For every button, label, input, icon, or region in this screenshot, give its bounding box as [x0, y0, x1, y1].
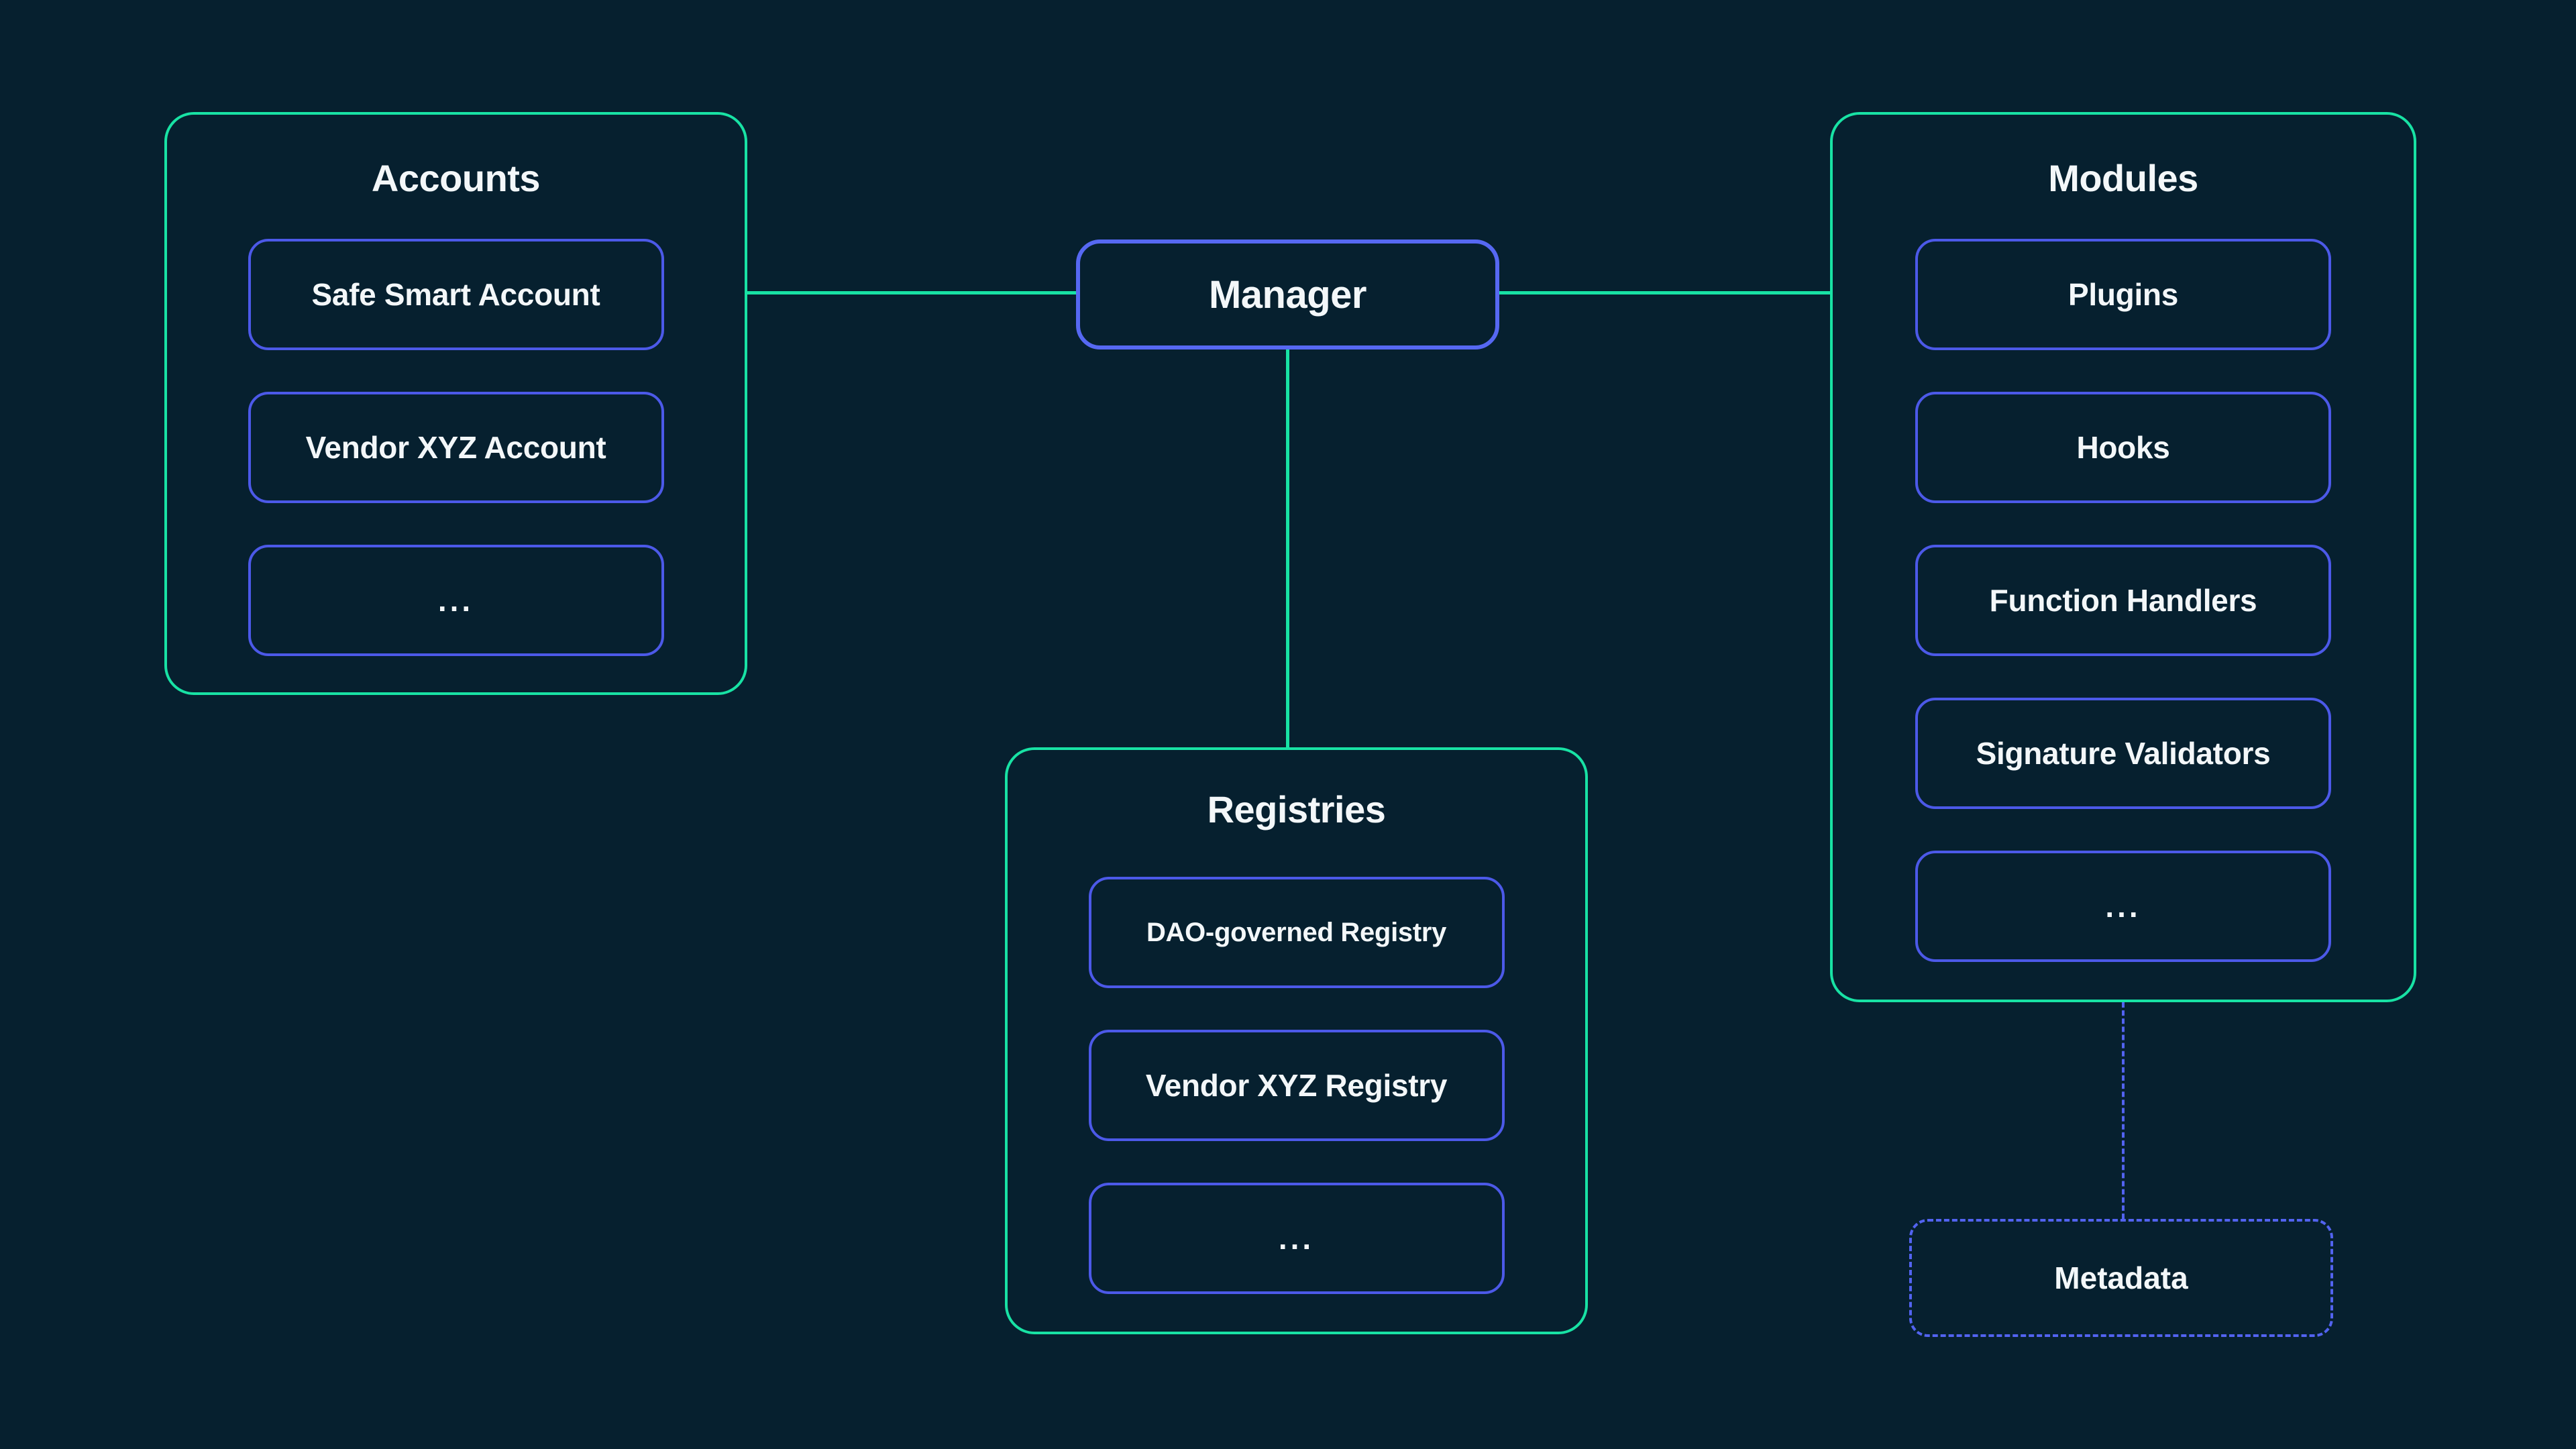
- registries-item-vendor-xyz-registry: Vendor XYZ Registry: [1088, 1030, 1505, 1141]
- accounts-item-safe-smart-account: Safe Smart Account: [248, 239, 664, 350]
- registries-item-ellipsis: ...: [1088, 1183, 1505, 1294]
- connector-modules-metadata-dashed: [2122, 1002, 2125, 1219]
- metadata-node: Metadata: [1909, 1219, 2333, 1337]
- registries-group-title: Registries: [1207, 788, 1386, 830]
- modules-item-plugins: Plugins: [1915, 239, 2331, 350]
- connector-manager-registries: [1286, 350, 1289, 747]
- modules-group-title: Modules: [2048, 157, 2198, 199]
- manager-node: Manager: [1076, 239, 1499, 350]
- registries-item-dao-governed-registry: DAO-governed Registry: [1088, 877, 1505, 988]
- connector-manager-modules: [1499, 291, 1830, 294]
- connector-accounts-manager: [747, 291, 1076, 294]
- modules-item-ellipsis: ...: [1915, 851, 2331, 962]
- accounts-item-vendor-xyz-account: Vendor XYZ Account: [248, 392, 664, 503]
- modules-item-function-handlers: Function Handlers: [1915, 545, 2331, 656]
- registries-group: Registries DAO-governed Registry Vendor …: [1005, 747, 1588, 1334]
- modules-group: Modules Plugins Hooks Function Handlers …: [1830, 112, 2416, 1002]
- accounts-item-ellipsis: ...: [248, 545, 664, 656]
- accounts-group: Accounts Safe Smart Account Vendor XYZ A…: [164, 112, 747, 695]
- accounts-group-title: Accounts: [371, 157, 541, 199]
- modules-item-signature-validators: Signature Validators: [1915, 698, 2331, 809]
- modules-item-hooks: Hooks: [1915, 392, 2331, 503]
